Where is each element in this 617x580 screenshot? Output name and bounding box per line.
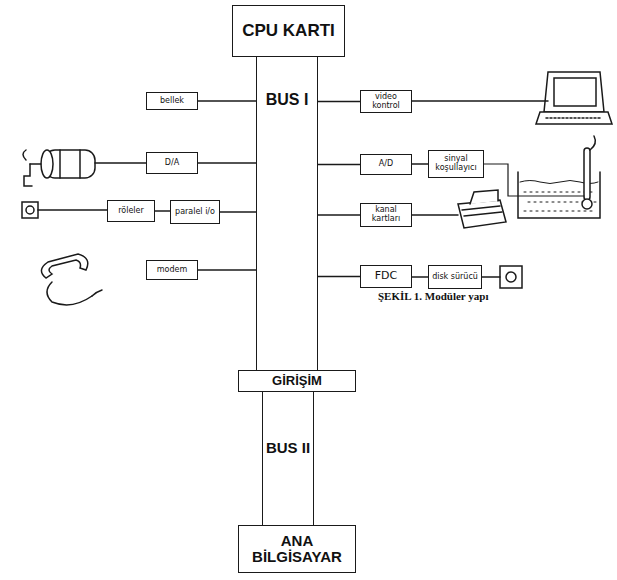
module-box: modem	[146, 260, 198, 280]
box-label: modem	[157, 266, 187, 275]
motor-illustration	[23, 150, 146, 186]
disk-icon	[482, 266, 522, 288]
relay-icon	[22, 202, 107, 218]
box-label: D/A	[165, 159, 179, 168]
bus-connector	[318, 214, 360, 216]
box-label: BUS I	[266, 91, 309, 109]
box-label: paralel i/o	[175, 208, 215, 217]
module-box: kanal kartları	[360, 203, 412, 227]
box-label: ANA BİLGİSAYAR	[241, 533, 353, 566]
bus-connector	[318, 164, 360, 166]
box-label: A/D	[379, 160, 393, 169]
box-label: FDC	[375, 270, 397, 282]
bus-connector	[198, 162, 256, 164]
box-label: video kontrol	[363, 93, 409, 111]
box-label: kanal kartları	[363, 206, 409, 224]
module-box: disk sürücü	[428, 265, 482, 289]
module-box: paralel i/o	[170, 200, 220, 224]
unit-box: CPU KARTI	[232, 5, 345, 57]
module-box: A/D	[360, 154, 412, 175]
bus-connector	[412, 163, 428, 165]
module-box: D/A	[146, 152, 198, 174]
figure-caption: ŞEKİL 1. Modüler yapı	[378, 290, 488, 302]
box-label: röleler	[118, 207, 144, 216]
computer-terminal	[412, 72, 612, 124]
bus-connector	[220, 211, 256, 213]
telephone-handset	[41, 254, 102, 305]
bus-connector	[318, 276, 360, 278]
module-box: sinyal koşullayıcı	[428, 150, 484, 178]
bus-connector	[155, 210, 170, 212]
box-label: bellek	[160, 97, 184, 106]
box-label: sinyal koşullayıcı	[431, 155, 481, 173]
bus-band: BUS II	[262, 391, 314, 526]
module-box: video kontrol	[360, 90, 412, 114]
unit-box: GİRİŞİM	[238, 370, 356, 392]
bus-band: BUS I	[256, 56, 318, 371]
module-box: röleler	[107, 200, 155, 222]
bus-connector	[412, 276, 428, 278]
box-label: CPU KARTI	[242, 22, 335, 41]
printer-illustration	[412, 190, 506, 228]
box-label: disk sürücü	[432, 273, 478, 282]
bus-connector	[318, 101, 360, 103]
module-box: FDC	[360, 265, 412, 288]
module-box: bellek	[146, 92, 198, 110]
box-label: GİRİŞİM	[272, 374, 322, 388]
bus-connector	[198, 100, 256, 102]
box-label: BUS II	[266, 440, 310, 457]
unit-box: ANA BİLGİSAYAR	[238, 525, 356, 573]
bus-connector	[198, 269, 256, 271]
